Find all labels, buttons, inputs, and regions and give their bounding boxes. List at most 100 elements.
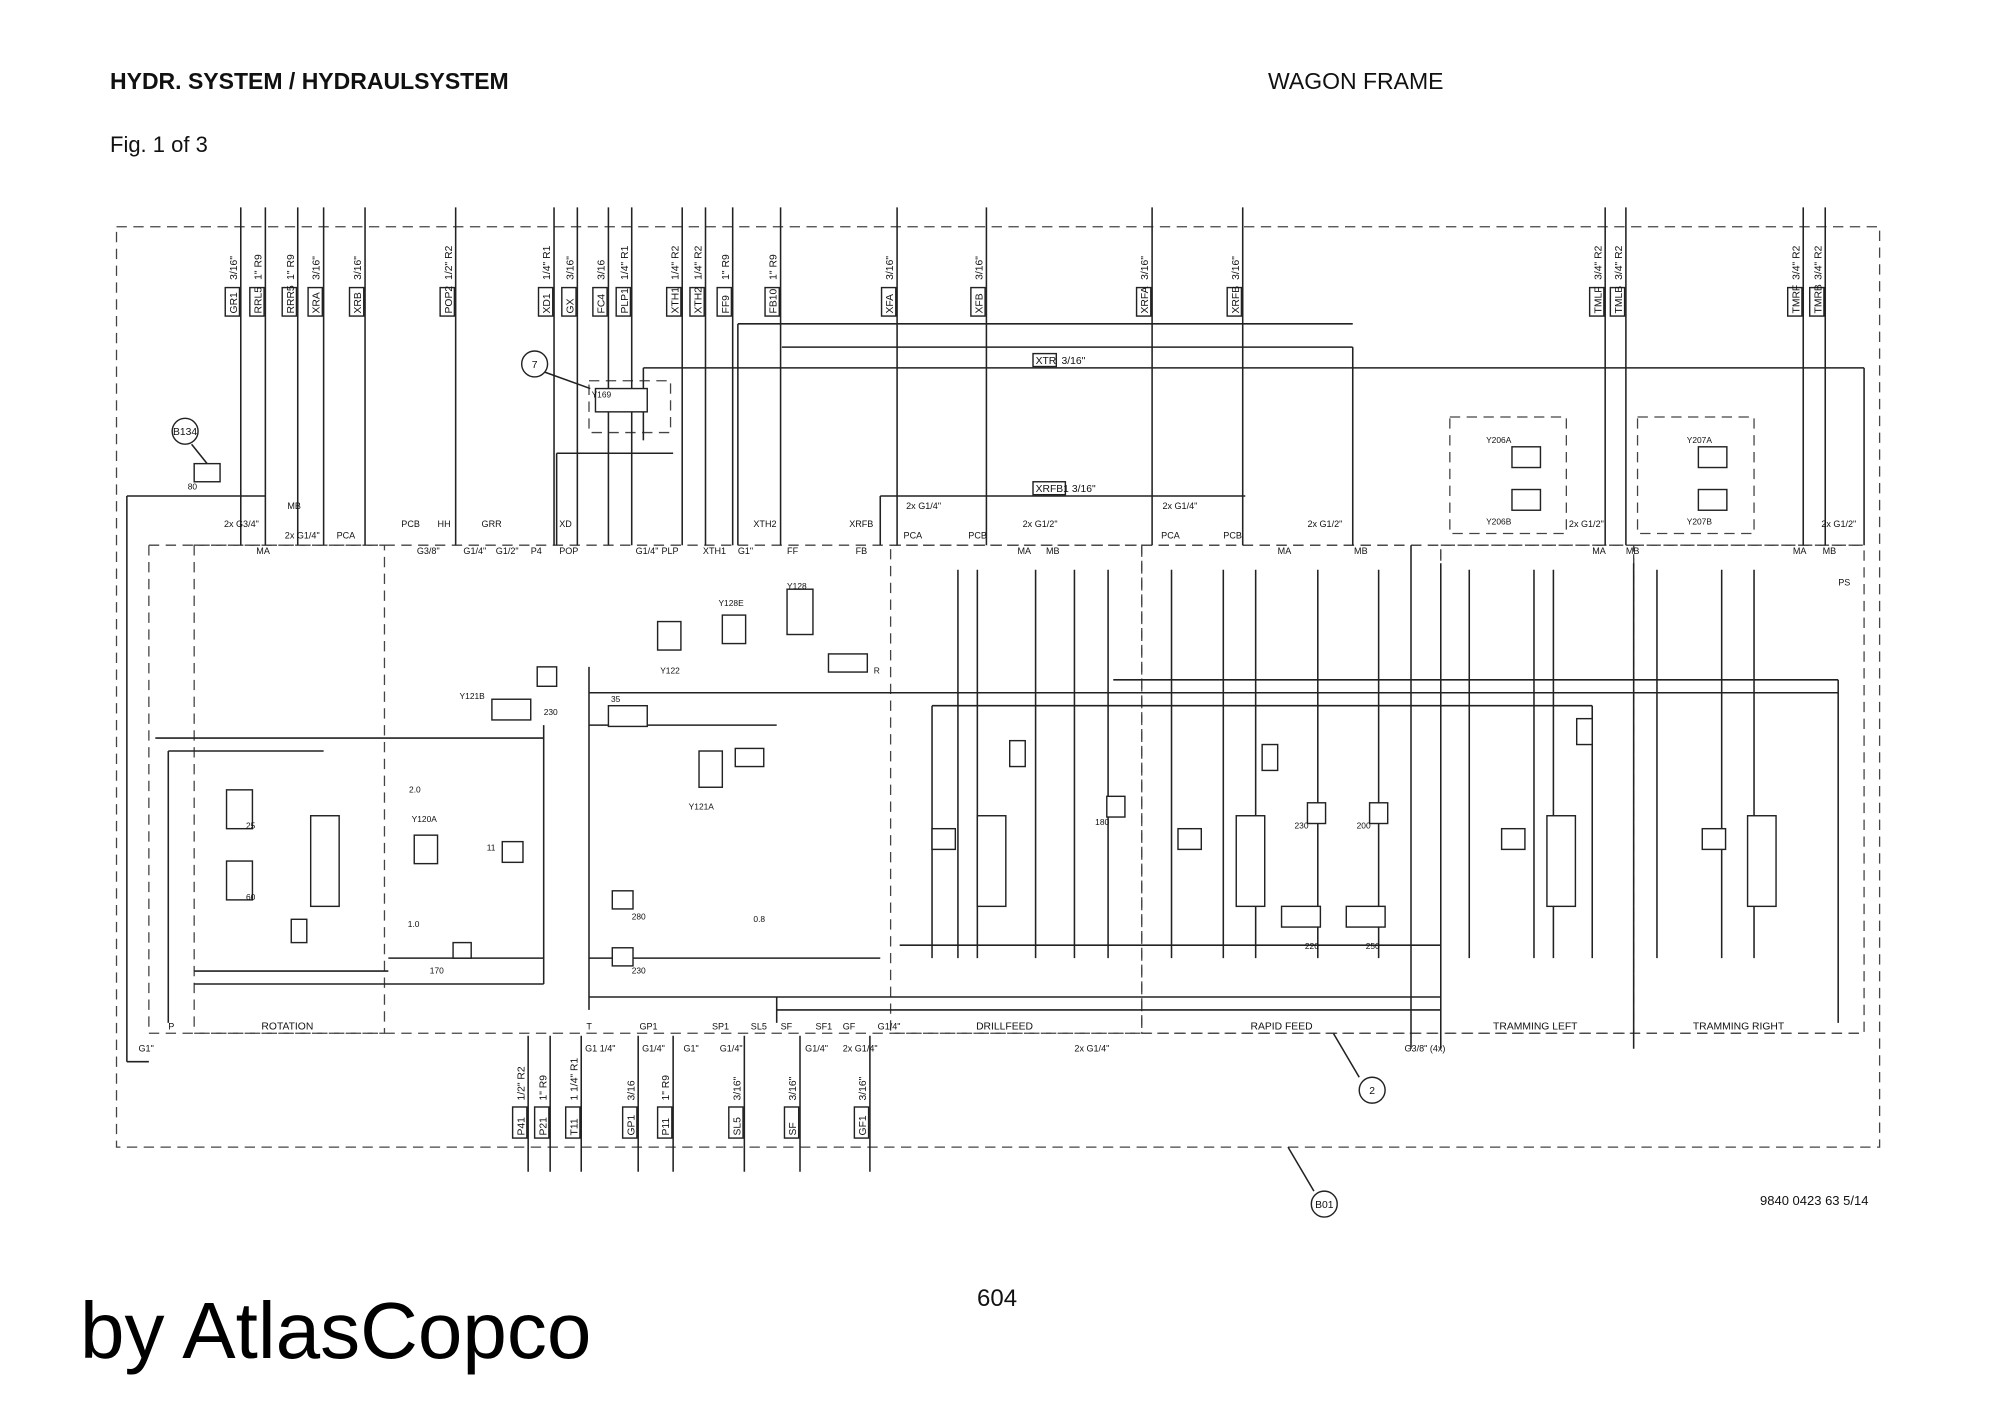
line-size: 3/16" bbox=[1061, 356, 1085, 367]
connection-label: G1/4" bbox=[636, 546, 659, 556]
port-size: 3/16" bbox=[1231, 256, 1242, 280]
line-name: XTR bbox=[1036, 356, 1057, 367]
valve-symbol bbox=[1280, 905, 1322, 928]
port-tag bbox=[348, 286, 365, 317]
valve-symbol bbox=[290, 918, 308, 944]
port-tag bbox=[561, 286, 577, 317]
component-label: 200 bbox=[1357, 821, 1371, 831]
component-label: Y121A bbox=[689, 801, 715, 811]
line-name: XRFB1 bbox=[1036, 484, 1070, 495]
connection-label: 2x G1/4" bbox=[843, 1043, 878, 1053]
callout-circle bbox=[1358, 1076, 1386, 1104]
connection-label: G1/4" bbox=[463, 546, 486, 556]
port-name: T11 bbox=[569, 1118, 580, 1135]
port-size: 3/4" R2 bbox=[1813, 245, 1824, 279]
component-label: 0.8 bbox=[753, 914, 765, 924]
port-size: 1/4" R1 bbox=[620, 245, 631, 279]
port-tag bbox=[592, 286, 608, 317]
port-tag bbox=[689, 286, 705, 317]
component-label: Y128E bbox=[718, 598, 744, 608]
connection-label: 2x G1/2" bbox=[1821, 519, 1856, 529]
port-size: 1/4" R1 bbox=[542, 245, 553, 279]
valve-symbol bbox=[1106, 795, 1126, 818]
callout-circle bbox=[171, 417, 199, 445]
connection-label: 2x G1/4" bbox=[906, 501, 941, 511]
component-label: Y207B bbox=[1687, 516, 1713, 526]
component-label: 2.0 bbox=[409, 784, 421, 794]
port-size: 3/16 bbox=[597, 259, 608, 279]
callout-label: 7 bbox=[532, 360, 538, 371]
port-name: XTH1 bbox=[670, 287, 681, 314]
component-label: 60 bbox=[246, 892, 256, 902]
component-label: Y169 bbox=[592, 390, 612, 400]
valve-symbol bbox=[721, 614, 747, 645]
component-label: 280 bbox=[632, 911, 646, 921]
port-size: 3/16" bbox=[885, 256, 896, 280]
connection-label: HH bbox=[438, 519, 451, 529]
connection-label: PCA bbox=[337, 531, 357, 541]
pipe bbox=[1287, 1146, 1315, 1192]
connection-label: GP1 bbox=[639, 1021, 657, 1031]
connection-label: G3/8" (4x) bbox=[1405, 1043, 1446, 1053]
connection-label: 2x G3/4" bbox=[224, 519, 259, 529]
connection-label: MA bbox=[256, 546, 271, 556]
connection-label: SF bbox=[781, 1021, 793, 1031]
connection-label: G1" bbox=[139, 1043, 154, 1053]
component-label: Y121B bbox=[460, 691, 486, 701]
connection-label: MB bbox=[1626, 546, 1640, 556]
port-name: RRL5 bbox=[253, 287, 264, 314]
port-size: 1/2" R2 bbox=[516, 1066, 527, 1100]
connection-label: PCB bbox=[968, 531, 987, 541]
callout-circle bbox=[520, 350, 549, 378]
port-name: PLP1 bbox=[620, 288, 631, 314]
valve-symbol bbox=[1368, 802, 1389, 825]
port-name: P11 bbox=[661, 1118, 672, 1136]
connection-label: SP1 bbox=[712, 1021, 729, 1031]
connection-label: G1/4" bbox=[642, 1043, 665, 1053]
port-name: TMRB bbox=[1813, 284, 1824, 313]
connection-label: XTH1 bbox=[703, 546, 726, 556]
port-tag bbox=[615, 286, 632, 317]
connection-label: FB bbox=[856, 546, 868, 556]
valve-symbol bbox=[1575, 717, 1593, 746]
component-label: 230 bbox=[1294, 821, 1308, 831]
port-name: RRR5 bbox=[286, 285, 297, 313]
component-label: 1.0 bbox=[408, 919, 420, 929]
connection-label: XD bbox=[559, 519, 572, 529]
port-size: 3/16" bbox=[229, 256, 240, 280]
port-size: 1" R9 bbox=[253, 254, 264, 280]
valve-symbol bbox=[594, 387, 648, 413]
port-size: 1" R9 bbox=[286, 254, 297, 280]
port-name: P21 bbox=[538, 1117, 549, 1136]
figure-number: Fig. 1 of 3 bbox=[110, 132, 208, 157]
port-size: 3/16" bbox=[858, 1076, 869, 1100]
port-tag bbox=[307, 286, 324, 317]
connection-label: PCA bbox=[904, 531, 924, 541]
port-size: 1/4" R2 bbox=[694, 245, 705, 279]
port-tag bbox=[853, 1106, 870, 1139]
connection-label: G1/4" bbox=[878, 1021, 901, 1031]
port-tag bbox=[783, 1106, 800, 1139]
connection-label: G3/8" bbox=[417, 546, 440, 556]
connection-label: P bbox=[168, 1021, 174, 1031]
port-name: GP1 bbox=[626, 1115, 637, 1136]
component-label: Y206B bbox=[1486, 516, 1512, 526]
port-tag bbox=[880, 286, 897, 317]
port-name: SF bbox=[788, 1122, 799, 1135]
connection-label: MA bbox=[1278, 546, 1293, 556]
connection-label: G1" bbox=[738, 546, 753, 556]
component-label: Y206A bbox=[1486, 435, 1512, 445]
port-name: XD1 bbox=[542, 293, 553, 313]
port-name: FB10 bbox=[769, 289, 780, 314]
valve-symbol bbox=[1697, 446, 1728, 469]
port-tag bbox=[439, 286, 456, 317]
connection-label: SL5 bbox=[751, 1021, 767, 1031]
connection-label: PCA bbox=[1161, 531, 1181, 541]
port-tag bbox=[224, 286, 241, 317]
component-label: 80 bbox=[188, 482, 198, 492]
port-name: POP2 bbox=[444, 286, 455, 314]
connection-label: MA bbox=[1592, 546, 1607, 556]
port-tag bbox=[533, 1106, 550, 1139]
port-size: 1" R9 bbox=[538, 1075, 549, 1101]
port-name: XRA bbox=[312, 292, 323, 313]
